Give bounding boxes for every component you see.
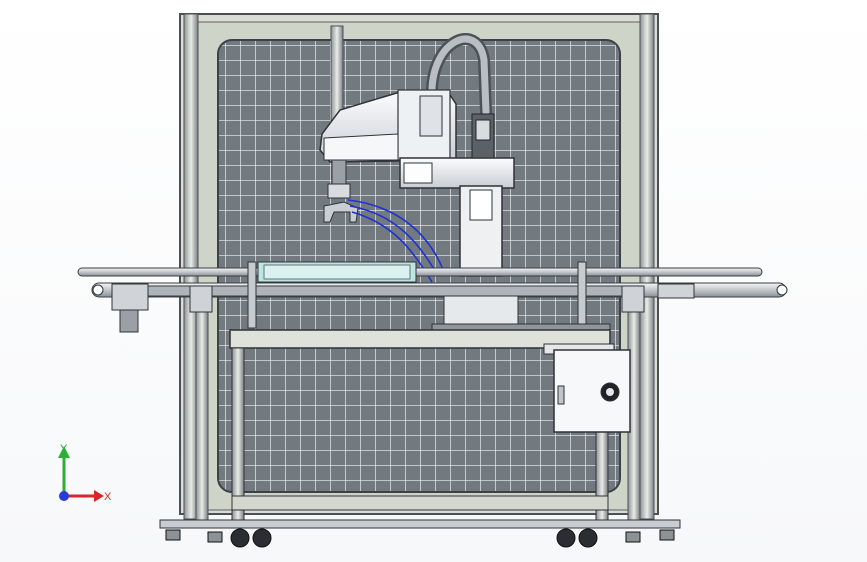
cable-hose xyxy=(425,33,492,118)
work-table[interactable] xyxy=(229,329,611,521)
axis-triad-icon: Y X xyxy=(58,443,112,503)
scara-robot-icon[interactable] xyxy=(319,89,515,277)
control-box-icon[interactable] xyxy=(543,343,631,433)
z-axis-dot xyxy=(59,491,69,501)
conveyor-icon[interactable] xyxy=(77,261,788,333)
robot-pedestal xyxy=(431,295,611,333)
caster-wheel-icon[interactable] xyxy=(165,528,675,548)
y-axis-label: Y xyxy=(60,443,68,455)
guard-window xyxy=(217,39,621,493)
floor-plate xyxy=(159,519,681,529)
right-pillar xyxy=(627,13,655,523)
x-axis-label: X xyxy=(104,491,112,503)
